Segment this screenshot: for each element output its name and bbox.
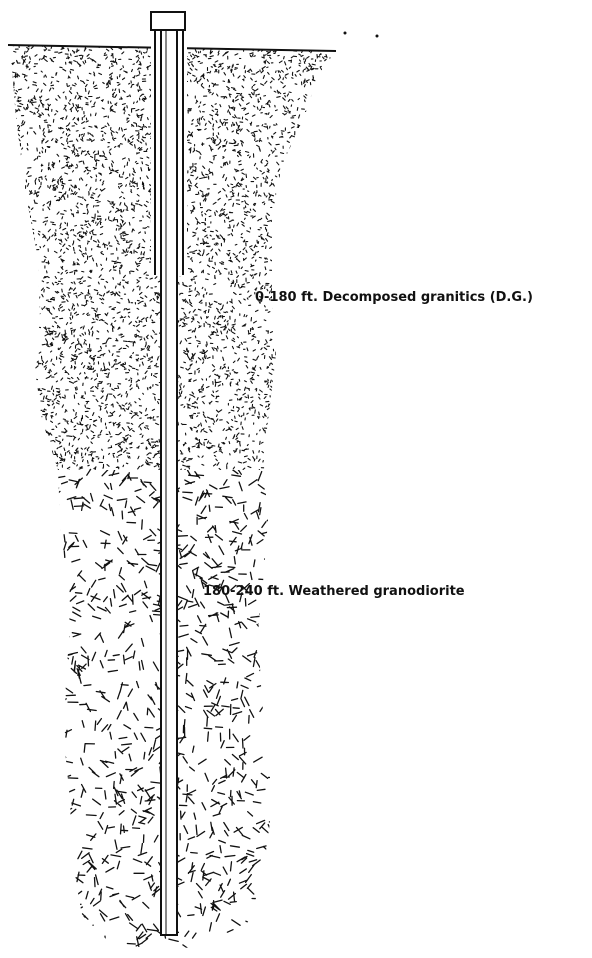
dg-layer-label: 0-180 ft. Decomposed granitics (D.G.)	[255, 290, 533, 305]
speck-mark	[376, 35, 379, 38]
well-casing	[151, 12, 187, 935]
gd-layer-label: 180-240 ft. Weathered granodiorite	[203, 584, 465, 599]
well-cap	[151, 12, 185, 30]
speck-mark	[344, 32, 347, 35]
well-pipe	[161, 30, 177, 935]
